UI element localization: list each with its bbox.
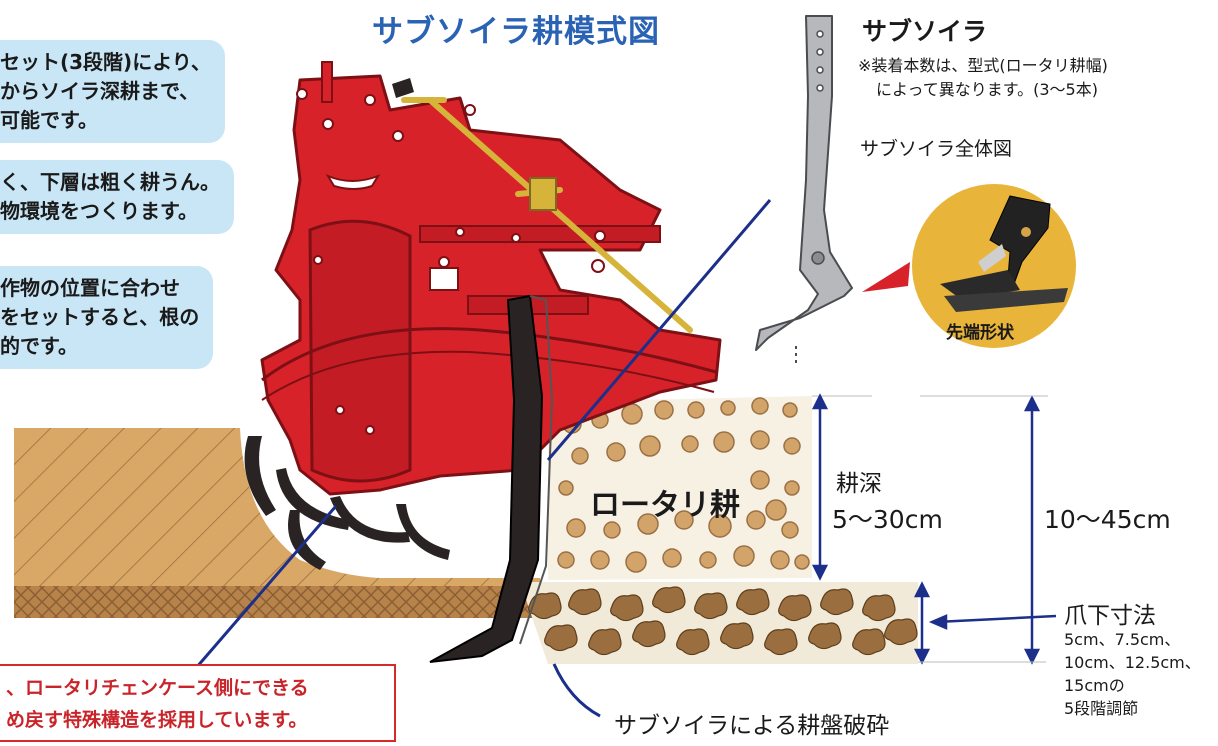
bubble-line: 的です。 <box>0 334 78 358</box>
tip-shape-detail <box>862 184 1076 348</box>
rotary-tilled-zone <box>548 396 812 580</box>
claw-depth-heading: 爪下寸法 <box>1064 603 1156 629</box>
note-line: 、ロータリチェンケース側にできる <box>6 677 309 699</box>
diagram-title: サブソイラ耕模式図 <box>372 14 660 50</box>
untilled-soil <box>14 428 544 618</box>
subsoiler-shank-in-use <box>429 294 554 663</box>
info-bubble-depth: セット(3段階)により、 からソイラ深耕まで、 可能です。 <box>0 40 225 143</box>
claw-option-line: 10cm、12.5cm、 <box>1064 653 1201 672</box>
bubble-line: く、下層は粗く耕うん。 <box>0 170 220 194</box>
total-depth-value: 10～45cm <box>1044 505 1171 534</box>
bubble-line: をセットすると、根の <box>0 305 200 329</box>
tip-shape-label: 先端形状 <box>946 323 1014 343</box>
subsoiler-heading: サブソイラ <box>862 17 988 46</box>
special-structure-note: 、ロータリチェンケース側にできる め戻す特殊構造を採用しています。 <box>0 664 396 742</box>
depth-dimension-arrows <box>811 393 1057 665</box>
hardpan-breaking-label: サブソイラによる耕盤破砕 <box>614 713 890 739</box>
claw-option-line: 5cm、7.5cm、 <box>1064 630 1181 649</box>
claw-option-line: 15cmの <box>1064 676 1125 695</box>
claw-option-line: 5段階調節 <box>1064 699 1139 718</box>
tillage-depth-label: 耕深 <box>836 471 882 497</box>
info-bubble-layers: く、下層は粗く耕うん。 物環境をつくります。 <box>0 160 234 234</box>
subsoiler-overview-drawing <box>755 15 853 364</box>
rotary-tiller-machine <box>244 61 722 570</box>
subsoiler-note: ※装着本数は、型式(ロータリ耕幅) によって異なります。(3～5本) <box>858 54 1108 102</box>
rotary-tillage-label: ロータリ耕 <box>590 488 740 523</box>
subsoiler-overview-label: サブソイラ全体図 <box>860 138 1013 160</box>
leader-lines <box>194 199 772 718</box>
claw-depth-options: 5cm、7.5cm、 10cm、12.5cm、 15cmの 5段階調節 <box>1064 628 1201 720</box>
note-line: によって異なります。(3～5本) <box>876 80 1098 99</box>
bubble-line: 可能です。 <box>0 108 98 132</box>
bubble-line: セット(3段階)により、 <box>0 50 211 74</box>
tillage-depth-value: 5～30cm <box>832 505 943 534</box>
hardpan-zone <box>520 582 918 664</box>
note-line: ※装着本数は、型式(ロータリ耕幅) <box>858 56 1108 75</box>
bubble-line: 作物の位置に合わせ <box>0 276 180 300</box>
bubble-line: 物環境をつくります。 <box>0 199 198 223</box>
info-bubble-position: 作物の位置に合わせ をセットすると、根の 的です。 <box>0 266 214 369</box>
bubble-line: からソイラ深耕まで、 <box>0 79 200 103</box>
note-line: め戻す特殊構造を採用しています。 <box>6 709 308 731</box>
